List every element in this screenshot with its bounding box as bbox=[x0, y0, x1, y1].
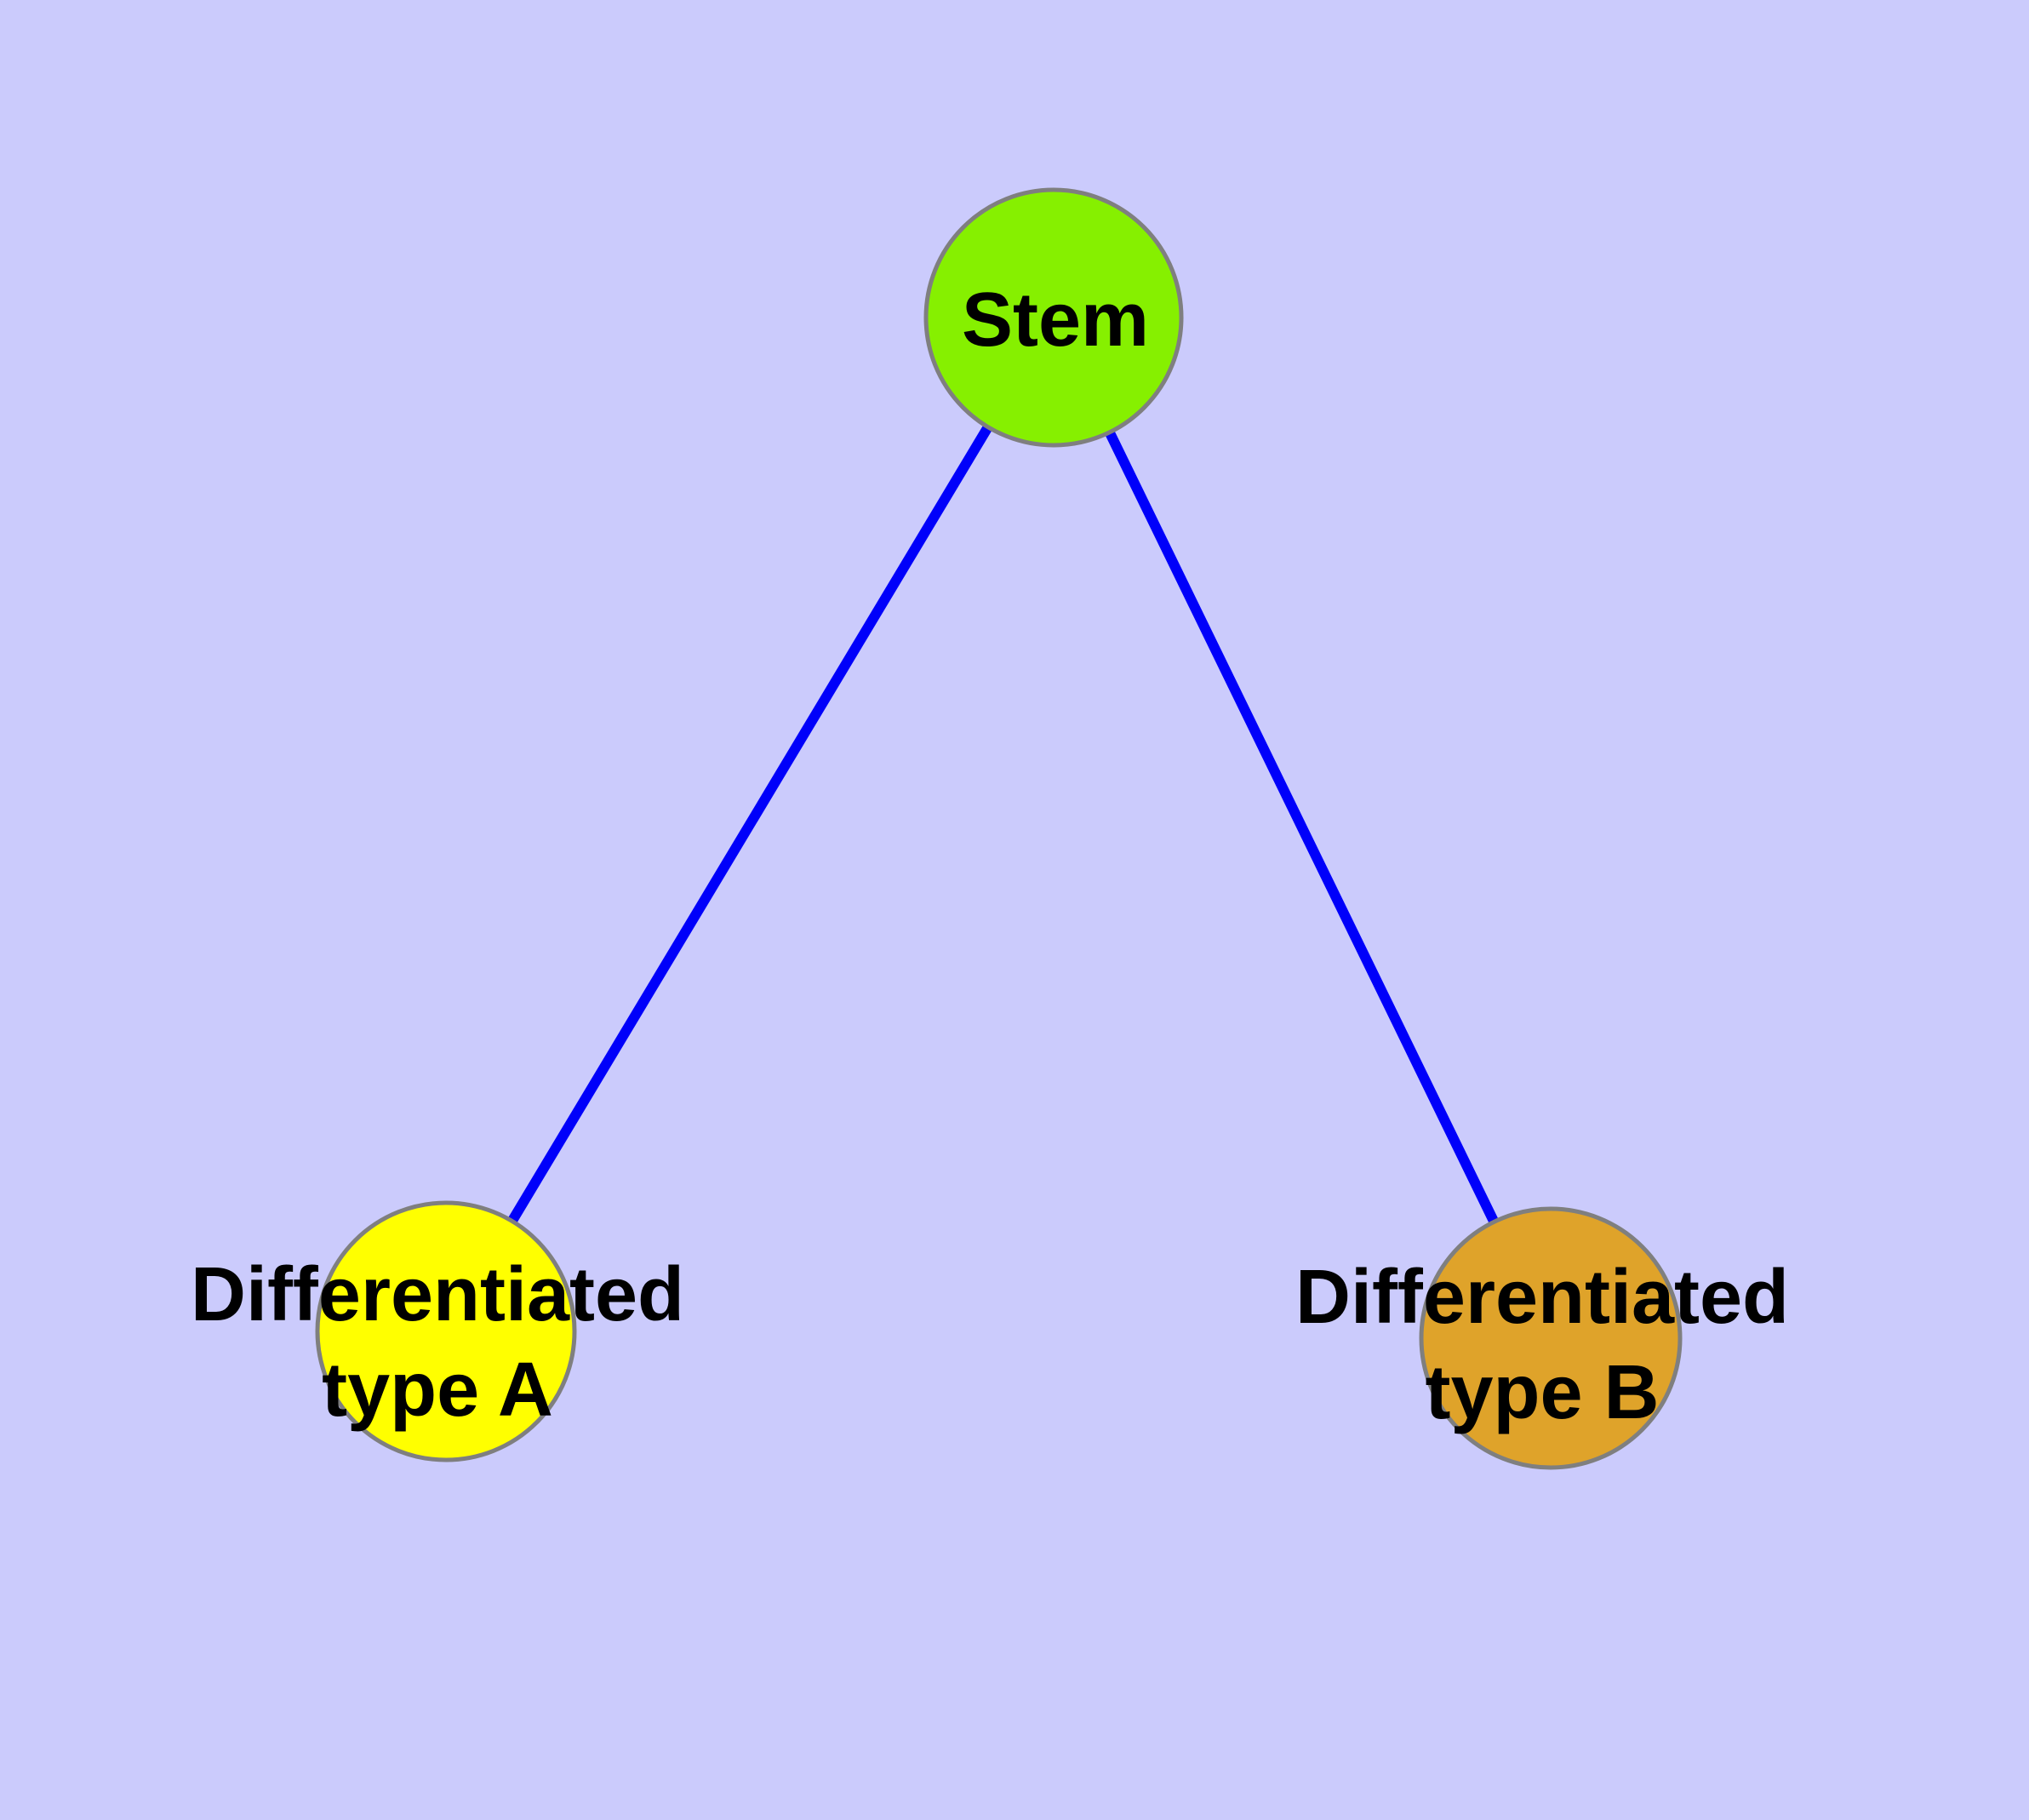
node-type-b-label-line2: type B bbox=[1425, 1350, 1659, 1435]
node-type-a-label-line2: type A bbox=[322, 1348, 553, 1433]
node-stem bbox=[923, 187, 1184, 448]
node-differentiated-type-a bbox=[315, 1200, 577, 1462]
node-differentiated-type-b bbox=[1419, 1206, 1683, 1470]
node-type-a-label-line1: Differentiated bbox=[191, 1252, 684, 1337]
node-stem-label: Stem bbox=[962, 278, 1149, 363]
edge-stem-to-type-a bbox=[441, 312, 1059, 1336]
edge-stem-to-type-b bbox=[1049, 312, 1556, 1343]
node-type-b-label-line1: Differentiated bbox=[1295, 1255, 1789, 1340]
